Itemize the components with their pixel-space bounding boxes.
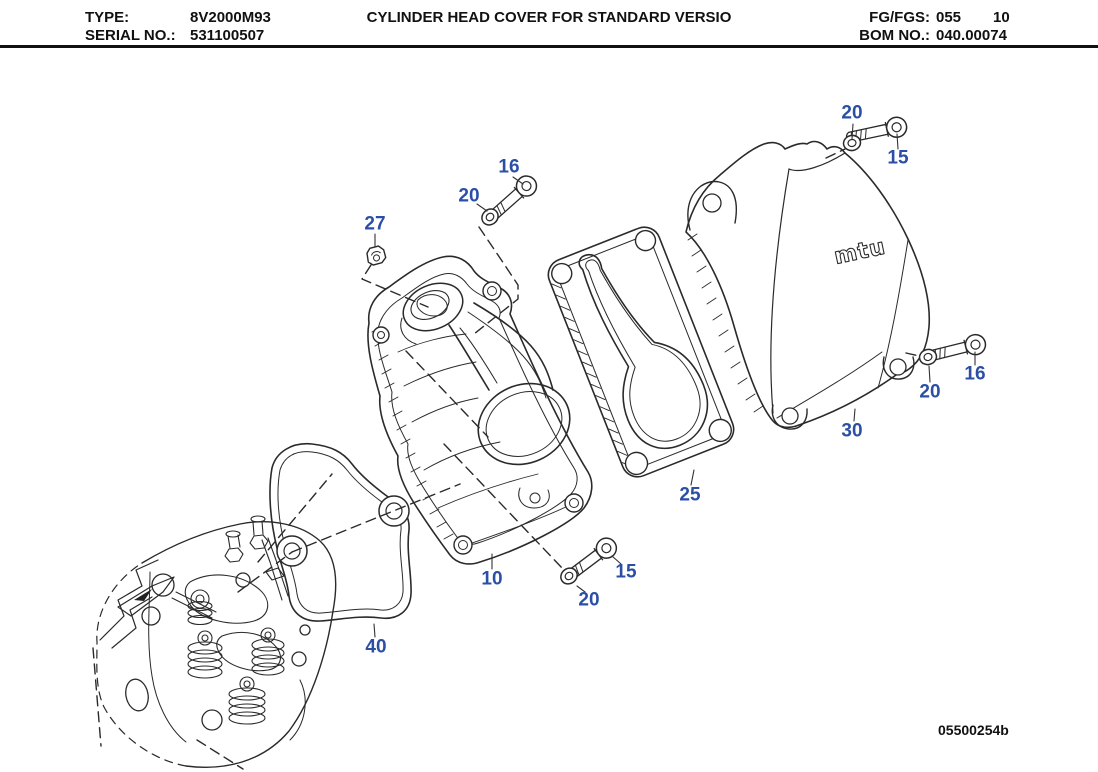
serial-value: 531100507 bbox=[190, 27, 265, 44]
serial-label: SERIAL NO.: bbox=[85, 27, 176, 44]
page-title: CYLINDER HEAD COVER FOR STANDARD VERSIO bbox=[366, 9, 732, 26]
callout-16-right[interactable]: 16 bbox=[964, 363, 986, 385]
type-label: TYPE: bbox=[85, 9, 130, 26]
callout-30[interactable]: 30 bbox=[841, 420, 863, 442]
washer-20-top bbox=[842, 134, 862, 152]
cover-10-part bbox=[367, 255, 593, 565]
type-value: 8V2000M93 bbox=[190, 9, 271, 26]
callout-15-bottom[interactable]: 15 bbox=[615, 561, 637, 583]
washer-20-upper bbox=[481, 208, 499, 226]
fg-suffix: 10 bbox=[993, 9, 1010, 26]
bolt-15-top bbox=[845, 116, 908, 143]
callout-16-upper[interactable]: 16 bbox=[498, 156, 520, 178]
fasteners bbox=[366, 116, 987, 585]
bolt-16-upper bbox=[486, 175, 538, 223]
header-divider bbox=[0, 45, 1098, 48]
bom-value: 040.00074 bbox=[936, 27, 1007, 44]
callout-27[interactable]: 27 bbox=[364, 213, 386, 235]
fg-label: FG/FGS: bbox=[869, 9, 930, 26]
callout-leader-lines bbox=[373, 123, 976, 638]
callout-20-upper[interactable]: 20 bbox=[458, 185, 480, 207]
assembly-axis-dashed-lines bbox=[92, 148, 925, 770]
drawing-number: 05500254b bbox=[938, 722, 1009, 738]
bom-label: BOM NO.: bbox=[859, 27, 930, 44]
callout-25[interactable]: 25 bbox=[679, 484, 701, 506]
washer-20-right bbox=[918, 348, 938, 366]
callout-20-bottom[interactable]: 20 bbox=[578, 589, 600, 611]
washer-20-bottom bbox=[560, 567, 578, 585]
callout-10[interactable]: 10 bbox=[481, 568, 503, 590]
callout-15-top[interactable]: 15 bbox=[887, 147, 909, 169]
callout-20-top[interactable]: 20 bbox=[841, 102, 863, 124]
cylinder-head-part bbox=[96, 515, 337, 768]
cover-30-part: mtu bbox=[685, 140, 931, 430]
callout-40[interactable]: 40 bbox=[365, 636, 387, 658]
callout-20-right[interactable]: 20 bbox=[919, 381, 941, 403]
fg-value: 055 bbox=[936, 9, 962, 26]
plug-27-part bbox=[366, 245, 387, 266]
gasket-25-part bbox=[547, 226, 735, 478]
